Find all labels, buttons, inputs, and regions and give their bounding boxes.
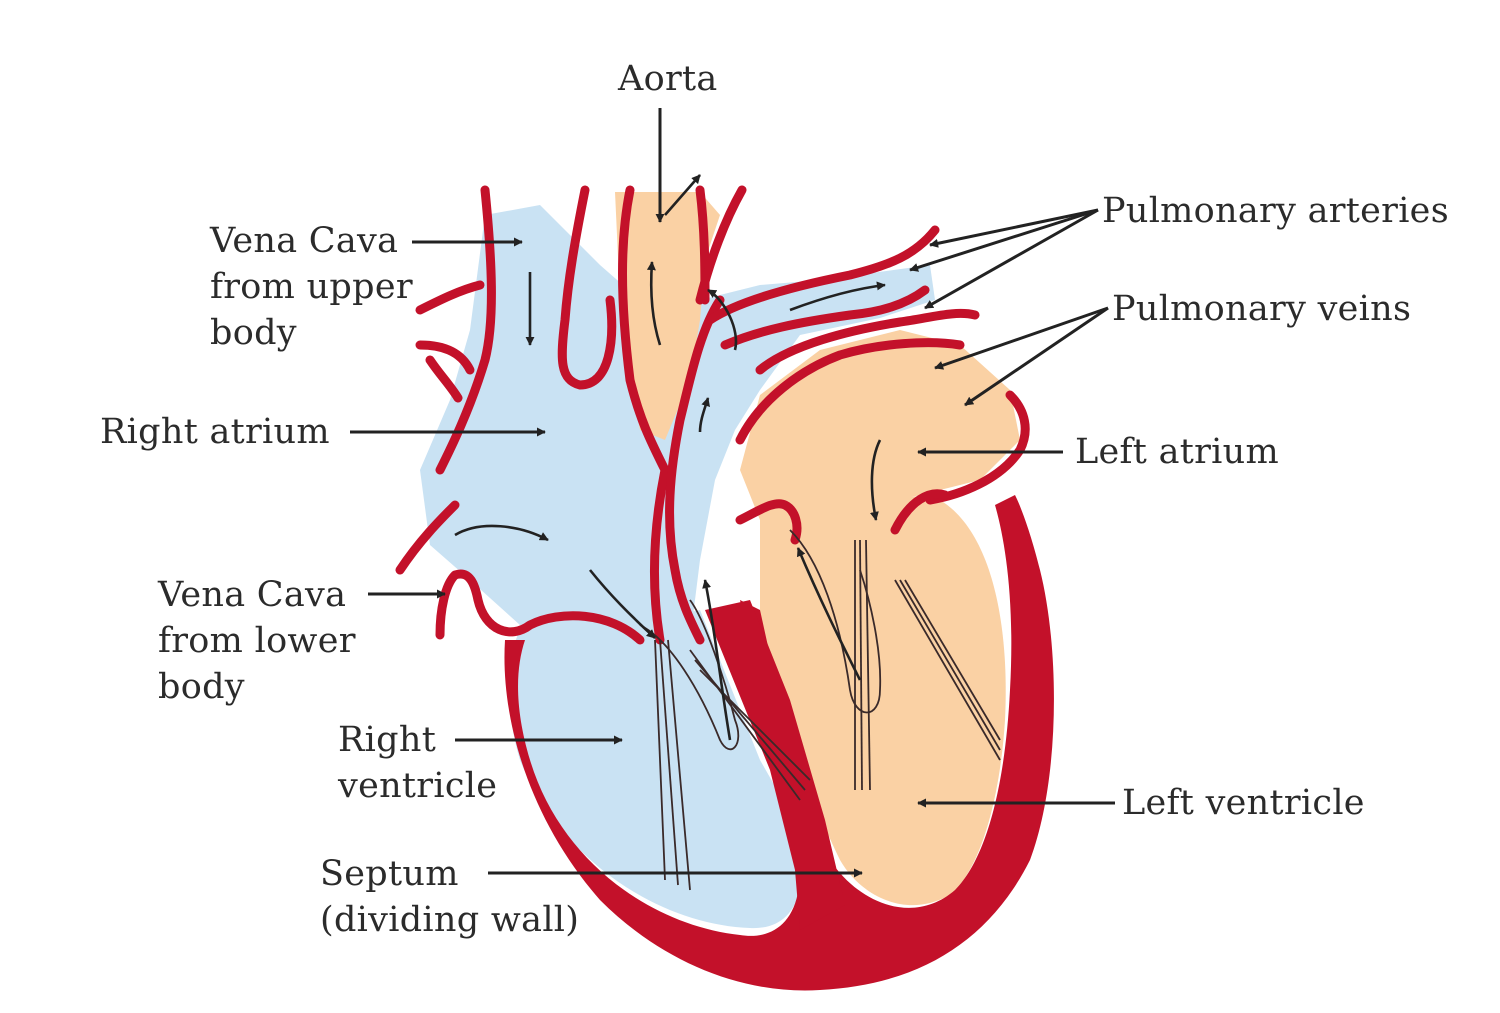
label-septum: Septum (dividing wall) (320, 854, 580, 940)
chordae-tendineae (639, 529, 1001, 891)
label-right-ventricle: Right ventricle (338, 720, 498, 806)
pulmonary-trunk (655, 265, 935, 640)
label-pulmonary-arteries: Pulmonary arteries (1102, 191, 1449, 231)
label-left-atrium: Left atrium (1075, 432, 1279, 472)
aorta-vessel (615, 192, 720, 440)
label-left-ventricle: Left ventricle (1122, 783, 1365, 823)
blood-flow-arrows (454, 174, 886, 741)
label-leader-arrows (350, 108, 1115, 878)
right-ventricle-chamber (508, 610, 803, 929)
label-vena-cava-lower: Vena Cava from lower body (158, 575, 356, 707)
label-aorta: Aorta (618, 59, 718, 99)
label-right-atrium: Right atrium (100, 412, 330, 452)
label-pulmonary-veins: Pulmonary veins (1112, 289, 1412, 329)
left-atrium-chamber (740, 330, 1020, 540)
label-vena-cava-upper: Vena Cava from upper body (210, 221, 413, 353)
